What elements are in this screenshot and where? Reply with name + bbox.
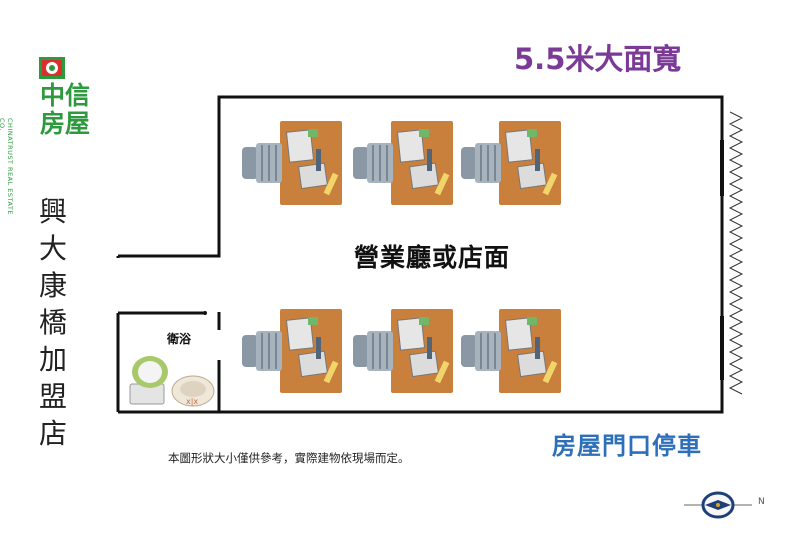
store-name-char: 盟 bbox=[38, 380, 67, 413]
compass-icon bbox=[684, 491, 752, 519]
desk-workstation bbox=[352, 120, 454, 206]
parking-label: 房屋門口停車 bbox=[552, 432, 702, 460]
bathroom-label: 衛浴 bbox=[167, 332, 192, 346]
store-name-char: 加 bbox=[38, 343, 67, 376]
store-name-char: 康 bbox=[38, 269, 67, 302]
desk-workstation bbox=[460, 308, 562, 394]
store-name-char: 橋 bbox=[38, 306, 67, 339]
compass-direction-label: N bbox=[758, 497, 765, 507]
desk-workstation bbox=[352, 308, 454, 394]
desk-workstation bbox=[241, 308, 343, 394]
logo-name-line1: 中信 bbox=[40, 81, 91, 110]
front-door bbox=[720, 111, 744, 395]
logo-text: 中信 房屋 bbox=[40, 82, 90, 138]
main-area-label: 營業廳或店面 bbox=[354, 243, 511, 272]
logo-name-line2: 房屋 bbox=[40, 109, 91, 138]
walls bbox=[116, 95, 724, 414]
toilet-icon bbox=[129, 356, 168, 405]
desk-workstation bbox=[241, 120, 343, 206]
store-name-char: 興 bbox=[38, 195, 67, 228]
frontage-headline: 5.5米大面寬 bbox=[514, 42, 682, 76]
desk-workstation bbox=[460, 120, 562, 206]
sink-icon: x|x bbox=[171, 375, 215, 407]
disclaimer-note: 本圖形狀大小僅供參考，實際建物依現場而定。 bbox=[168, 451, 410, 465]
store-name: 興 大 康 橋 加 盟 店 bbox=[35, 193, 71, 452]
svg-text:x|x: x|x bbox=[186, 397, 198, 406]
store-name-char: 店 bbox=[38, 417, 67, 450]
store-name-char: 大 bbox=[38, 232, 67, 265]
logo-mark-icon bbox=[39, 57, 65, 79]
